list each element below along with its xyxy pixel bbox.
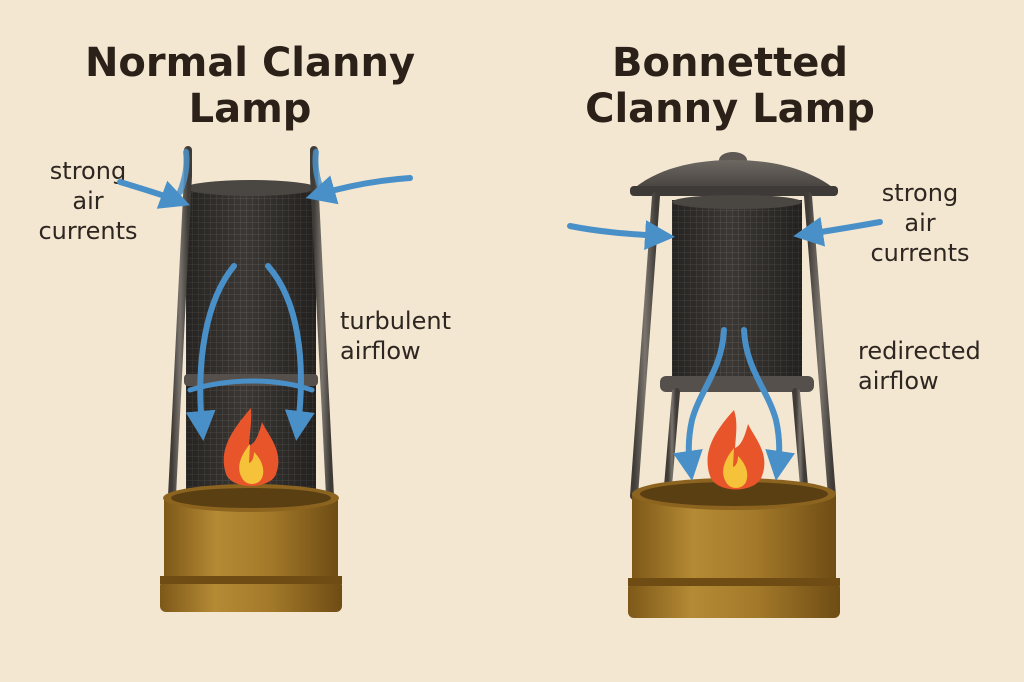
- left-title: Normal Clanny Lamp: [80, 40, 420, 132]
- right-bonnet: [630, 152, 838, 196]
- left-down-arrow-2: [265, 263, 315, 441]
- right-title: Bonnetted Clanny Lamp: [560, 40, 900, 132]
- right-brass-base: [628, 478, 840, 618]
- right-flow-label-line1: redirected: [858, 337, 981, 365]
- left-flow-label: turbulent airflow: [340, 306, 480, 366]
- left-title-line2: Lamp: [188, 86, 312, 132]
- left-down-arrow-1: [185, 263, 237, 441]
- right-title-line2: Clanny Lamp: [585, 86, 875, 132]
- left-title-line1: Normal Clanny: [84, 40, 416, 86]
- left-air-label-line1: strong: [49, 157, 127, 185]
- normal-lamp: [117, 146, 413, 612]
- right-air-currents-label: strong air currents: [860, 178, 980, 268]
- left-gauze-cylinder: [184, 180, 318, 496]
- right-redirect-arrow-2: [741, 327, 795, 481]
- left-airflow-arrows: [117, 149, 413, 441]
- left-air-label-line2: air: [72, 187, 104, 215]
- left-curl-arrow: [187, 378, 315, 393]
- left-flow-label-line1: turbulent: [340, 307, 451, 335]
- left-air-currents-label: strong air currents: [28, 156, 148, 246]
- right-redirect-arrow-1: [673, 327, 727, 481]
- right-air-label-line3: currents: [870, 239, 970, 267]
- right-inflow-arrow-right: [793, 216, 883, 247]
- left-inflow-arrow-b: [117, 179, 191, 209]
- left-flame: [223, 408, 279, 486]
- right-airflow-arrows: [567, 216, 883, 481]
- left-inflow-arrow-d: [305, 175, 413, 205]
- right-flame: [707, 410, 765, 490]
- left-air-label-line3: currents: [38, 217, 138, 245]
- right-inflow-arrow-left: [567, 220, 675, 251]
- left-brass-base: [160, 484, 342, 612]
- right-title-line1: Bonnetted: [611, 40, 849, 86]
- right-air-label-line2: air: [904, 209, 936, 237]
- right-air-label-line1: strong: [881, 179, 959, 207]
- right-gauze-cylinder: [660, 195, 814, 392]
- bonnetted-lamp: [567, 152, 883, 618]
- left-flow-label-line2: airflow: [340, 337, 421, 365]
- right-flow-label-line2: airflow: [858, 367, 939, 395]
- right-flow-label: redirected airflow: [858, 336, 1008, 396]
